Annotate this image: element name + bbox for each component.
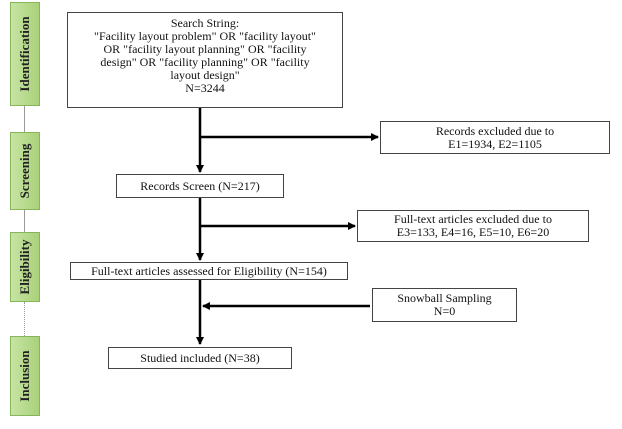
records-screen-box: Records Screen (N=217) <box>116 174 284 198</box>
stage-connector <box>24 210 25 232</box>
search-line: "Facility layout problem" OR "facility l… <box>94 29 316 43</box>
included-box: Studied included (N=38) <box>108 347 292 369</box>
stage-identification: Identification <box>10 2 40 106</box>
stage-inclusion: Inclusion <box>10 336 40 416</box>
snowball-title: Snowball Sampling <box>397 291 492 305</box>
search-title: Search String: <box>170 16 240 30</box>
assessed-box: Full-text articles assessed for Eligibil… <box>70 262 348 280</box>
search-count: N=3244 <box>185 81 225 95</box>
stage-screening: Screening <box>10 132 40 210</box>
snowball-count: N=0 <box>433 304 456 318</box>
fulltext-excluded-values: E3=133, E4=16, E5=10, E6=20 <box>396 225 550 239</box>
stage-eligibility: Eligibility <box>10 232 40 302</box>
search-line: OR "facility layout planning" OR "facili… <box>103 42 307 56</box>
fulltext-excluded-box: Full-text articles excluded due to E3=13… <box>357 210 589 242</box>
records-excluded-title: Records excluded due to <box>435 124 555 138</box>
fulltext-excluded-title: Full-text articles excluded due to <box>394 212 552 226</box>
records-screen-label: Records Screen (N=217) <box>140 179 260 193</box>
search-string-box: Search String: "Facility layout problem"… <box>67 12 343 108</box>
snowball-box: Snowball Sampling N=0 <box>372 288 517 322</box>
stage-connector <box>24 302 25 336</box>
records-excluded-box: Records excluded due to E1=1934, E2=1105 <box>380 121 610 154</box>
search-line: design" OR "facility planning" OR "facil… <box>100 55 310 69</box>
included-label: Studied included (N=38) <box>140 351 260 365</box>
records-excluded-values: E1=1934, E2=1105 <box>448 137 542 151</box>
stage-connector <box>24 106 25 132</box>
assessed-label: Full-text articles assessed for Eligibil… <box>91 264 327 278</box>
search-line: layout design" <box>170 68 240 82</box>
